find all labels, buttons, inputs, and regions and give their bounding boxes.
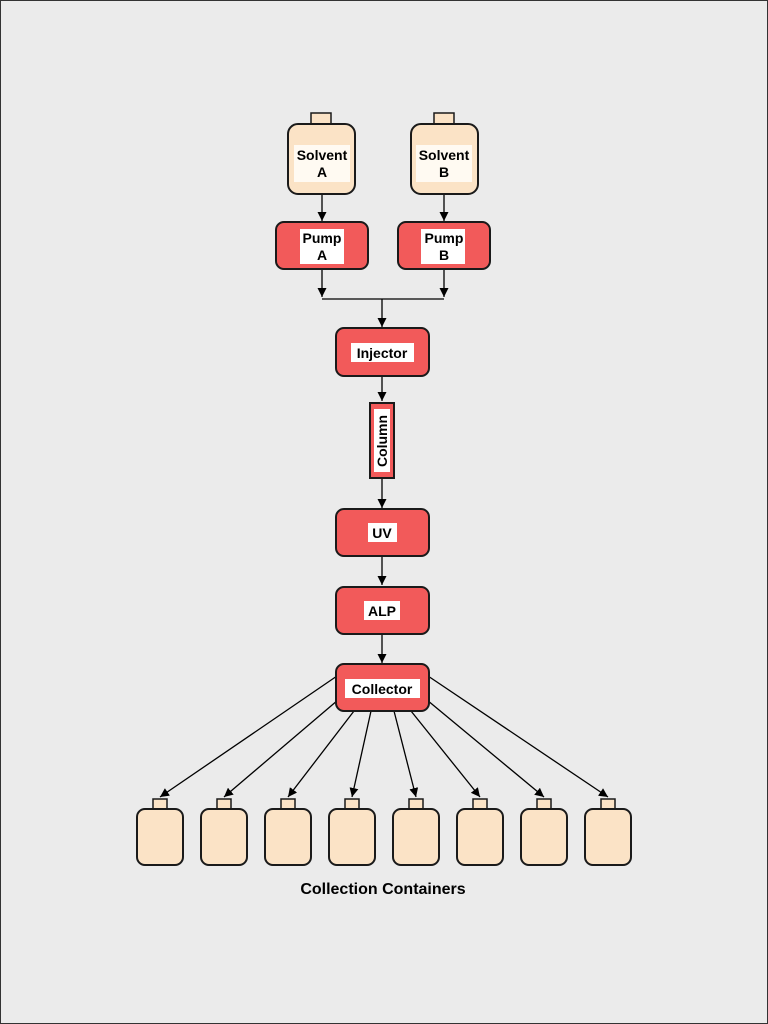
- collection-container: [264, 798, 312, 866]
- arrow-collector-to-container: [159, 675, 338, 798]
- solvent-b-label-line2: B: [439, 164, 449, 180]
- collection-container: [456, 798, 504, 866]
- collector-label-bg: [345, 679, 420, 698]
- collector-module: Collector: [335, 663, 430, 712]
- arrow-collector-to-container: [393, 710, 419, 798]
- collection-container-cap: [536, 798, 552, 810]
- arrow-collector-to-container: [427, 675, 609, 798]
- pump-b-module: Pump B: [397, 221, 491, 270]
- collection-container-cap: [600, 798, 616, 810]
- solvent-a-label-line2: A: [317, 164, 327, 180]
- arrow-collector-to-container: [426, 699, 545, 798]
- pump-a-label-bg: [300, 229, 344, 264]
- flow-connections: [159, 194, 609, 798]
- collector-label: Collector: [352, 681, 413, 697]
- solvent-a-label-line1: Solvent: [297, 147, 348, 163]
- collection-container-cap: [216, 798, 232, 810]
- collection-containers: [136, 798, 632, 866]
- solvent-b-bottle: Solvent B: [410, 112, 479, 195]
- solvent-b-label-bg: [416, 145, 472, 182]
- uv-label-bg: [368, 523, 397, 542]
- collection-container: [392, 798, 440, 866]
- collection-container-body: [392, 808, 440, 866]
- arrow-collector-to-container: [223, 699, 339, 798]
- solvent-a-label-bg: [294, 145, 350, 182]
- solvent-b-label-line1: Solvent: [419, 147, 470, 163]
- collection-container-body: [136, 808, 184, 866]
- collection-container-body: [584, 808, 632, 866]
- collection-container-cap: [344, 798, 360, 810]
- collection-container-body: [456, 808, 504, 866]
- pump-a-module: Pump A: [275, 221, 369, 270]
- collection-container: [328, 798, 376, 866]
- collector-distribution-arrows: [159, 675, 609, 798]
- collection-container-cap: [280, 798, 296, 810]
- column-label-bg: [374, 409, 390, 472]
- alp-label: ALP: [368, 603, 396, 619]
- collection-container: [136, 798, 184, 866]
- uv-label: UV: [372, 525, 392, 541]
- alp-label-bg: [364, 601, 400, 620]
- collection-containers-caption: Collection Containers: [300, 881, 465, 898]
- pump-b-label-line1: Pump: [425, 230, 464, 246]
- pump-b-label-line2: B: [439, 247, 449, 263]
- arrow-collector-to-container: [349, 710, 372, 798]
- collection-container: [200, 798, 248, 866]
- column-label: Column: [374, 415, 390, 467]
- collection-container-body: [520, 808, 568, 866]
- alp-module: ALP: [335, 586, 430, 635]
- injector-label-bg: [351, 343, 414, 362]
- collection-container: [520, 798, 568, 866]
- pump-a-label-line1: Pump: [303, 230, 342, 246]
- collection-container-cap: [472, 798, 488, 810]
- solvent-a-bottle: Solvent A: [287, 112, 356, 195]
- collection-container-body: [328, 808, 376, 866]
- column-module: Column: [369, 402, 395, 479]
- injector-label: Injector: [357, 345, 408, 361]
- collection-container: [584, 798, 632, 866]
- collection-container-body: [264, 808, 312, 866]
- arrow-collector-to-container: [410, 710, 481, 798]
- uv-detector-module: UV: [335, 508, 430, 557]
- pump-a-label-line2: A: [317, 247, 327, 263]
- collection-container-cap: [152, 798, 168, 810]
- collection-container-body: [200, 808, 248, 866]
- injector-module: Injector: [335, 327, 430, 377]
- pump-b-label-bg: [421, 229, 465, 264]
- collection-container-cap: [408, 798, 424, 810]
- arrow-collector-to-container: [287, 710, 355, 798]
